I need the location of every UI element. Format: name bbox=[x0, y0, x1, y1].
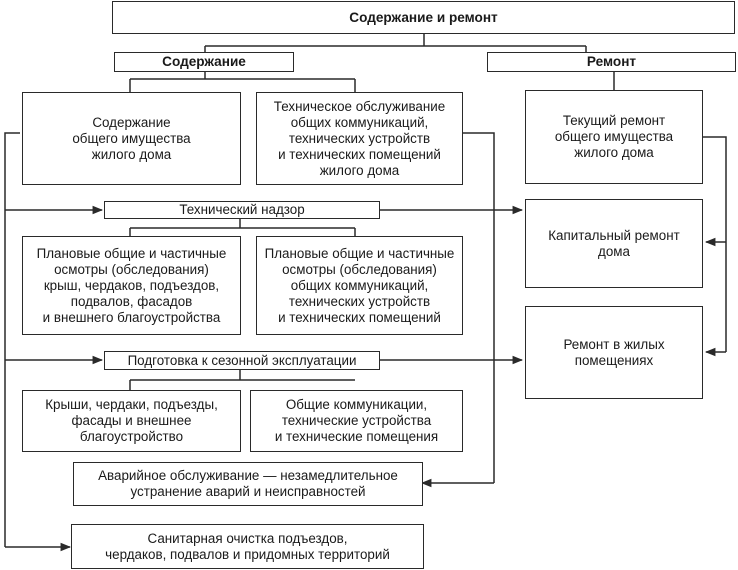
technical-supervision-label: Технический надзор bbox=[179, 202, 305, 217]
capital-repair-box: Капитальный ремонт дома bbox=[525, 199, 703, 288]
residential-repair-box: Ремонт в жилых помещениях bbox=[525, 306, 703, 399]
capital-repair-label: Капитальный ремонт дома bbox=[548, 227, 680, 259]
maintenance-header: Содержание bbox=[114, 52, 294, 72]
common-property-label: Содержание общего имущества жилого дома bbox=[72, 114, 191, 162]
inspections-communications-box: Плановые общие и частичные осмотры (обсл… bbox=[256, 236, 463, 335]
common-property-box: Содержание общего имущества жилого дома bbox=[22, 92, 241, 185]
inspections-roofs-label: Плановые общие и частичные осмотры (обсл… bbox=[36, 245, 227, 325]
maintenance-label: Содержание bbox=[162, 54, 246, 69]
repair-header: Ремонт bbox=[487, 52, 736, 72]
current-repair-label: Текущий ремонт общего имущества жилого д… bbox=[554, 113, 674, 160]
technical-service-box: Техническое обслуживание общих коммуника… bbox=[256, 92, 463, 185]
sanitary-label: Санитарная очистка подъездов, чердаков, … bbox=[105, 530, 390, 562]
root-label: Содержание и ремонт bbox=[349, 9, 498, 25]
current-repair-box: Текущий ремонт общего имущества жилого д… bbox=[525, 90, 703, 184]
seasonal-communications-label: Общие коммуникации, технические устройст… bbox=[274, 397, 439, 444]
repair-label: Ремонт bbox=[586, 54, 637, 69]
technical-service-label: Техническое обслуживание общих коммуника… bbox=[273, 98, 446, 178]
emergency-box: Аварийное обслуживание — незамедлительно… bbox=[73, 462, 423, 506]
sanitary-box: Санитарная очистка подъездов, чердаков, … bbox=[71, 524, 424, 569]
seasonal-preparation-box: Подготовка к сезонной эксплуатации bbox=[104, 351, 380, 370]
seasonal-roofs-box: Крыши, чердаки, подъезды, фасады и внешн… bbox=[22, 390, 241, 452]
inspections-communications-label: Плановые общие и частичные осмотры (обсл… bbox=[264, 245, 455, 325]
emergency-label: Аварийное обслуживание — незамедлительно… bbox=[98, 468, 398, 499]
seasonal-preparation-label: Подготовка к сезонной эксплуатации bbox=[127, 352, 357, 368]
technical-supervision-box: Технический надзор bbox=[104, 201, 380, 219]
seasonal-communications-box: Общие коммуникации, технические устройст… bbox=[250, 390, 463, 452]
seasonal-roofs-label: Крыши, чердаки, подъезды, фасады и внешн… bbox=[45, 397, 218, 444]
root-box: Содержание и ремонт bbox=[112, 1, 735, 34]
residential-repair-label: Ремонт в жилых помещениях bbox=[563, 336, 665, 368]
inspections-roofs-box: Плановые общие и частичные осмотры (обсл… bbox=[22, 236, 241, 335]
